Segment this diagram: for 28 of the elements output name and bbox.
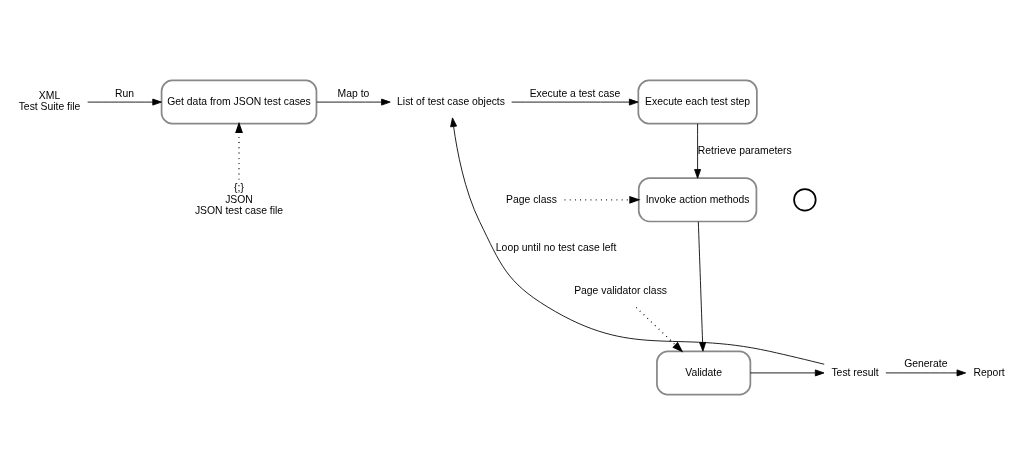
arrow	[235, 121, 243, 181]
edge-label: Generate	[904, 358, 948, 370]
node-text: Page validator class	[574, 285, 668, 297]
arrow	[511, 98, 639, 106]
node-box: Execute each test step	[637, 79, 758, 125]
node-box: Validate	[656, 350, 752, 396]
edge-label: Map to	[337, 87, 370, 99]
node-text: Page class	[506, 193, 557, 205]
node-text: Report	[973, 366, 1005, 378]
edge-label: Loop until no test case left	[495, 242, 617, 254]
edge-label: Retrieve parameters	[697, 144, 792, 156]
node-text: Test result	[831, 366, 879, 378]
node-box: Get data from JSON test cases	[160, 79, 318, 125]
arrow	[694, 123, 702, 179]
arrow	[316, 98, 391, 106]
edge-label: Execute a test case	[529, 87, 621, 99]
arrow	[885, 369, 967, 377]
node-text: XML Test Suite file	[18, 90, 81, 113]
arrow	[87, 98, 162, 106]
arrow	[697, 221, 707, 352]
node-box: Invoke action methods	[637, 177, 758, 223]
arrow	[450, 117, 825, 365]
arrow	[749, 369, 825, 377]
node-circle	[793, 188, 817, 212]
edge-label: Run	[115, 87, 135, 99]
node-text: List of test case objects	[397, 95, 505, 107]
arrow	[635, 306, 684, 353]
node-text: {;} JSON JSON test case file	[194, 182, 284, 216]
